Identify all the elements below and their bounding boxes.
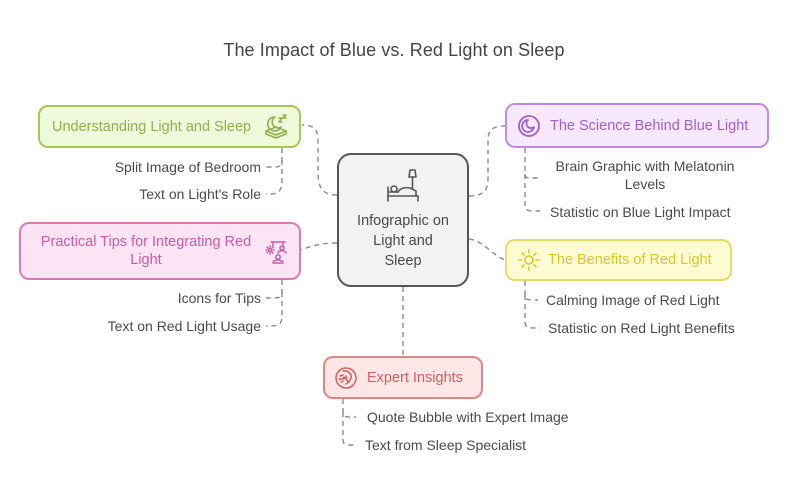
child-science-2: Statistic on Blue Light Impact: [550, 204, 731, 220]
center-label: Infographic on Light and Sleep: [357, 213, 449, 269]
child-practical-1: Icons for Tips: [177, 290, 261, 306]
sun-icon: [518, 249, 540, 271]
child-understanding-1: Split Image of Bedroom: [114, 159, 261, 175]
node-benefits[interactable]: The Benefits of Red Light: [505, 239, 732, 281]
node-science[interactable]: The Science Behind Blue Light: [505, 103, 769, 148]
child-benefits-2: Statistic on Red Light Benefits: [548, 320, 735, 336]
node-practical-label: Practical Tips for Integrating Red Light: [40, 234, 252, 268]
child-benefits-1: Calming Image of Red Light: [546, 292, 720, 308]
child-science-1: Brain Graphic with Melatonin Levels: [555, 158, 735, 192]
child-expert-1: Quote Bubble with Expert Image: [367, 409, 569, 425]
node-expert[interactable]: Expert Insights: [323, 356, 483, 399]
child-understanding-2: Text on Light's Role: [139, 186, 261, 202]
diagram-title: The Impact of Blue vs. Red Light on Slee…: [223, 40, 565, 60]
child-practical-2: Text on Red Light Usage: [107, 318, 261, 334]
node-understanding-label: Understanding Light and Sleep: [52, 118, 252, 135]
brain-circle-icon: [335, 366, 357, 389]
node-practical[interactable]: Practical Tips for Integrating Red Light: [19, 222, 301, 280]
node-expert-label: Expert Insights: [367, 369, 463, 386]
presentation-person-icon: [265, 241, 287, 264]
bed-lamp-icon: [387, 169, 419, 202]
node-benefits-label: The Benefits of Red Light: [548, 252, 712, 268]
center-node[interactable]: Infographic on Light and Sleep: [337, 153, 469, 287]
node-understanding[interactable]: Understanding Light and Sleep: [38, 105, 301, 148]
node-science-label: The Science Behind Blue Light: [550, 117, 749, 134]
child-expert-2: Text from Sleep Specialist: [365, 437, 527, 453]
moon-circle-icon: [518, 114, 540, 137]
sleep-moon-icon: [265, 113, 287, 139]
